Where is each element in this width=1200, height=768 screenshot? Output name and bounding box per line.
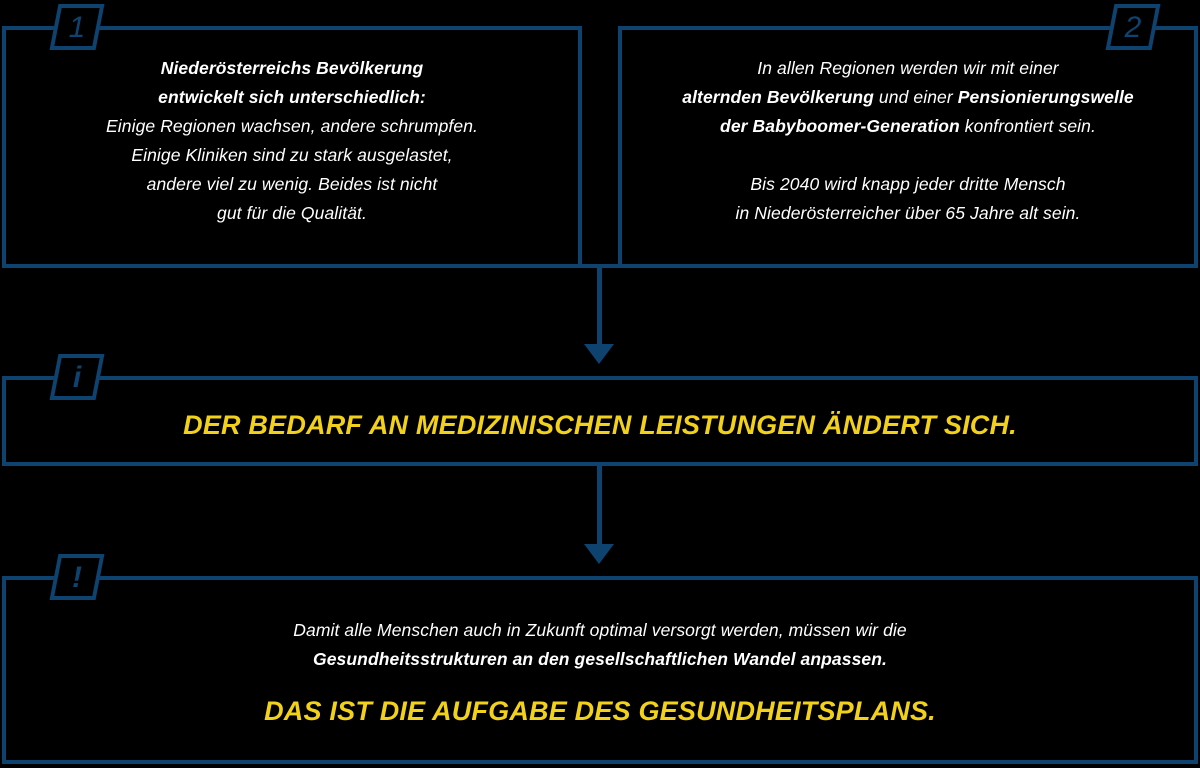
panel-4-text: Damit alle Menschen auch in Zukunft opti… <box>2 616 1198 674</box>
panel-4-headline-text: DAS IST DIE AUFGABE DES GESUNDHEITSPLANS… <box>264 696 936 726</box>
down-arrow-1-head <box>584 344 614 364</box>
info-badge: i <box>49 354 105 400</box>
down-arrow-2-shaft <box>597 466 602 546</box>
number-two-badge: 2 <box>1105 4 1161 50</box>
panel-2-line-1: In allen Regionen werden wir mit einer <box>757 58 1059 78</box>
panel-4-headline: DAS IST DIE AUFGABE DES GESUNDHEITSPLANS… <box>2 694 1198 728</box>
panel-4-box <box>2 576 1198 764</box>
number-one-badge-label: 1 <box>68 11 86 44</box>
panel-2-line-5: in Niederösterreicher über 65 Jahre alt … <box>735 203 1081 223</box>
panel-2-line-3-bold: der Babyboomer-Generation <box>720 116 960 136</box>
panel-1-line-5: andere viel zu wenig. Beides ist nicht <box>146 174 438 194</box>
panel-2-box <box>618 26 1198 268</box>
panel-1-text: Niederösterreichs Bevölkerung entwickelt… <box>2 54 582 228</box>
panel-2-line-2-plain: und einer <box>873 87 958 107</box>
panel-1-line-1: Niederösterreichs Bevölkerung <box>160 58 424 78</box>
panel-2-paragraph-gap <box>618 141 1198 170</box>
number-two-badge-label: 2 <box>1124 11 1142 44</box>
panel-4-line-2: Gesundheitsstrukturen an den gesellschaf… <box>312 649 887 669</box>
panel-1-line-3: Einige Regionen wachsen, andere schrumpf… <box>105 116 479 136</box>
panel-4-line-1: Damit alle Menschen auch in Zukunft opti… <box>293 620 907 640</box>
panel-3-headline: DER BEDARF AN MEDIZINISCHEN LEISTUNGEN Ä… <box>2 408 1198 442</box>
down-arrow-1-shaft <box>597 268 602 346</box>
panel-2-line-3-plain: konfrontiert sein. <box>959 116 1096 136</box>
panel-1-line-2: entwickelt sich unterschiedlich: <box>158 87 426 107</box>
panel-3-headline-text: DER BEDARF AN MEDIZINISCHEN LEISTUNGEN Ä… <box>183 410 1017 440</box>
panel-3-box <box>2 376 1198 466</box>
info-badge-label: i <box>72 361 82 394</box>
panel-1-line-6: gut für die Qualität. <box>217 203 367 223</box>
number-one-badge: 1 <box>49 4 105 50</box>
down-arrow-2-head <box>584 544 614 564</box>
panel-2-line-4: Bis 2040 wird knapp jeder dritte Mensch <box>750 174 1066 194</box>
panel-1-line-4: Einige Kliniken sind zu stark ausgelaste… <box>131 145 453 165</box>
exclamation-badge: ! <box>49 554 105 600</box>
exclamation-badge-label: ! <box>72 561 82 594</box>
panel-2-line-2-bold-a: alternden Bevölkerung <box>682 87 874 107</box>
panel-2-line-2-bold-b: Pensionierungswelle <box>957 87 1134 107</box>
panel-row-baseline <box>2 264 1198 268</box>
panel-1-box <box>2 26 582 268</box>
panel-2-text: In allen Regionen werden wir mit einer a… <box>618 54 1198 228</box>
